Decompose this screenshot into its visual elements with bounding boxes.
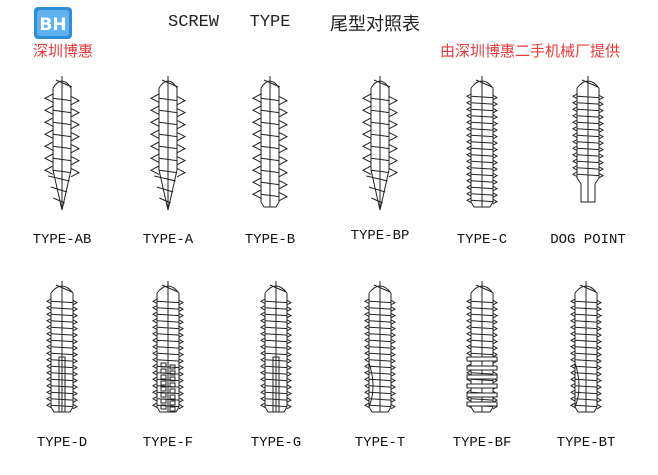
- screw-drawing-icon: [45, 281, 79, 413]
- screw-cell-type-bp: TYPE-BP: [330, 70, 430, 270]
- screw-label: TYPE-F: [142, 435, 194, 451]
- screw-cell-type-a: TYPE-A: [118, 70, 218, 270]
- screw-drawing-icon: [149, 76, 187, 211]
- screw-drawing-icon: [43, 76, 81, 211]
- screw-drawing-icon: [465, 281, 499, 413]
- screw-label: TYPE-D: [36, 435, 88, 451]
- screw-drawing-icon: [569, 281, 603, 413]
- screw-cell-type-bf: TYPE-BF: [432, 275, 532, 475]
- screw-drawing-icon: [571, 76, 605, 203]
- screw-cell-type-b: TYPE-B: [220, 70, 320, 270]
- screw-cell-dog-point: DOG POINT: [538, 70, 638, 270]
- screw-cell-type-f: TYPE-F: [118, 275, 218, 475]
- svg-text:BH: BH: [39, 15, 66, 35]
- screw-drawing-icon: [251, 76, 289, 208]
- logo-icon: BH: [34, 7, 72, 39]
- screw-label: TYPE-G: [250, 435, 302, 451]
- screw-label: TYPE-AB: [32, 232, 92, 248]
- screw-cell-type-d: TYPE-D: [12, 275, 112, 475]
- screw-cell-type-g: TYPE-G: [226, 275, 326, 475]
- screw-drawing-icon: [361, 76, 399, 211]
- screw-cell-type-t: TYPE-T: [330, 275, 430, 475]
- provider-note: 由深圳博惠二手机械厂提供: [440, 42, 621, 60]
- screw-label: DOG POINT: [550, 232, 626, 248]
- screw-drawing-icon: [465, 76, 499, 208]
- screw-label: TYPE-BP: [350, 228, 410, 244]
- screw-label: TYPE-C: [456, 232, 508, 248]
- screw-cell-type-c: TYPE-C: [432, 70, 532, 270]
- screw-label: TYPE-BT: [556, 435, 616, 451]
- screw-label: TYPE-A: [142, 232, 194, 248]
- screw-label: TYPE-T: [354, 435, 406, 451]
- screw-cell-type-bt: TYPE-BT: [536, 275, 636, 475]
- screw-label: TYPE-B: [244, 232, 296, 248]
- company-logo: BH: [33, 6, 73, 40]
- page-title-cn: 尾型对照表: [330, 14, 420, 35]
- screw-cell-type-ab: TYPE-AB: [12, 70, 112, 270]
- page-title: SCREW TYPE: [168, 13, 291, 32]
- screw-label: TYPE-BF: [452, 435, 512, 451]
- screw-drawing-icon: [259, 281, 293, 413]
- screw-drawing-icon: [363, 281, 397, 413]
- logo-text: 深圳博惠: [33, 42, 94, 60]
- screw-drawing-icon: [151, 281, 185, 413]
